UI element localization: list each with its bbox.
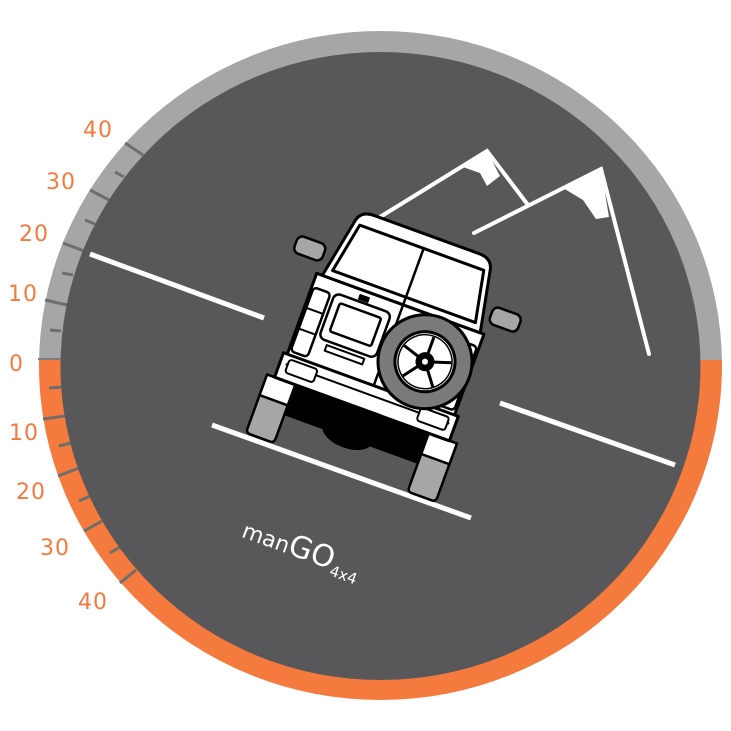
label-lower-20: 20 [16, 480, 46, 505]
label-upper-30: 30 [46, 170, 76, 195]
road-lines [89, 251, 676, 521]
tick-marks [42, 141, 144, 585]
road-line-right [499, 400, 676, 468]
label-upper-20: 20 [19, 222, 49, 247]
road-line-left [89, 251, 265, 321]
mirror-right [488, 306, 522, 333]
spare-tire-icon [376, 313, 474, 411]
scale-labels: 40 30 20 10 0 10 20 30 40 [8, 118, 113, 615]
label-upper-40: 40 [83, 118, 113, 143]
label-lower-10: 10 [9, 421, 39, 446]
mirror-left [293, 235, 327, 262]
road-line-bottom [211, 422, 472, 521]
label-zero: 0 [9, 352, 24, 377]
mountains-icon [378, 148, 651, 356]
suv-vehicle-icon [245, 212, 522, 502]
label-lower-40: 40 [78, 590, 108, 615]
label-upper-10: 10 [8, 282, 38, 307]
label-lower-30: 30 [40, 536, 70, 561]
